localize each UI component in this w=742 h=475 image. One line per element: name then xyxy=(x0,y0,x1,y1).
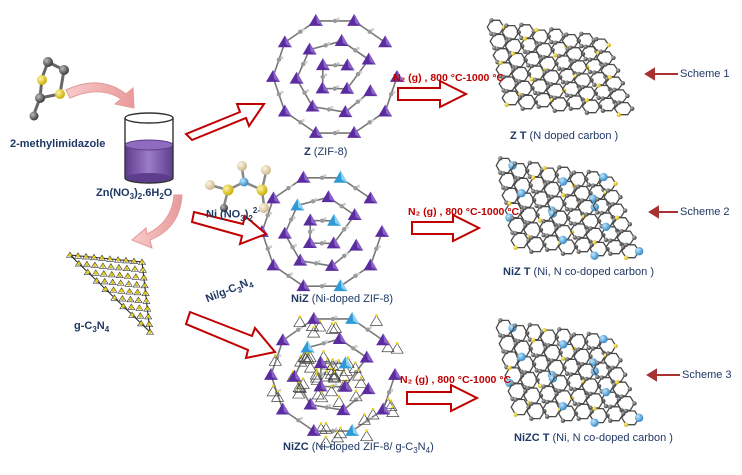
arrow-beaker-to-niz xyxy=(190,210,268,246)
label-nizc: NiZC (Ni-doped ZIF-8/ g-C3N4) xyxy=(283,441,434,456)
scheme-3-label: Scheme 3 xyxy=(682,369,732,381)
beaker xyxy=(124,112,174,184)
ni-doped-zif8-framework xyxy=(255,170,389,292)
label-niz: NiZ (Ni-doped ZIF-8) xyxy=(291,293,394,305)
arrow-nizc-to-nizct xyxy=(406,383,480,413)
ni-n-codoped-carbon-sheet xyxy=(495,156,644,260)
n-doped-carbon-sheet xyxy=(486,18,635,117)
scheme-1-label: Scheme 1 xyxy=(680,68,730,80)
arrow-gcn-to-nizc xyxy=(184,310,277,360)
label-zt: Z T (N doped carbon ) xyxy=(510,130,619,142)
nickel-nitrate-molecule xyxy=(205,161,271,213)
label-nizct: NiZC T (Ni, N co-doped carbon ) xyxy=(514,432,673,444)
zif8-framework xyxy=(266,13,404,138)
label-nickel-nitrate: Ni (NO3)22- xyxy=(206,206,260,223)
pink-curved-arrow-2 xyxy=(131,194,183,249)
nizc-framework xyxy=(264,311,404,448)
condition-label-3: N₂ (g) , 800 °C-1000 °C xyxy=(400,374,512,386)
label-gcn: g-C3N4 xyxy=(74,320,110,335)
arrow-z-to-zt xyxy=(397,79,469,109)
condition-label-1: N₂ (g) , 800 °C-1000 °C xyxy=(393,72,505,84)
label-z: Z (ZIF-8) xyxy=(304,146,348,158)
nizc-carbon-sheet xyxy=(495,318,644,427)
arrow-beaker-to-z xyxy=(184,103,266,142)
label-zinc-nitrate: Zn(NO3)2.6H2O xyxy=(96,187,173,202)
scheme-2-label: Scheme 2 xyxy=(680,206,730,218)
label-nizt: NiZ T (Ni, N co-doped carbon ) xyxy=(503,266,654,278)
methylimidazole-molecule xyxy=(29,57,69,121)
pink-curved-arrow-1 xyxy=(65,82,135,109)
arrow-niz-to-nizt xyxy=(411,213,482,243)
gcn-sheet xyxy=(65,251,155,335)
condition-label-2: N₂ (g) , 800 °C-1000 °C xyxy=(408,206,520,218)
label-methylimidazole: 2-methylimidazole xyxy=(10,138,106,150)
